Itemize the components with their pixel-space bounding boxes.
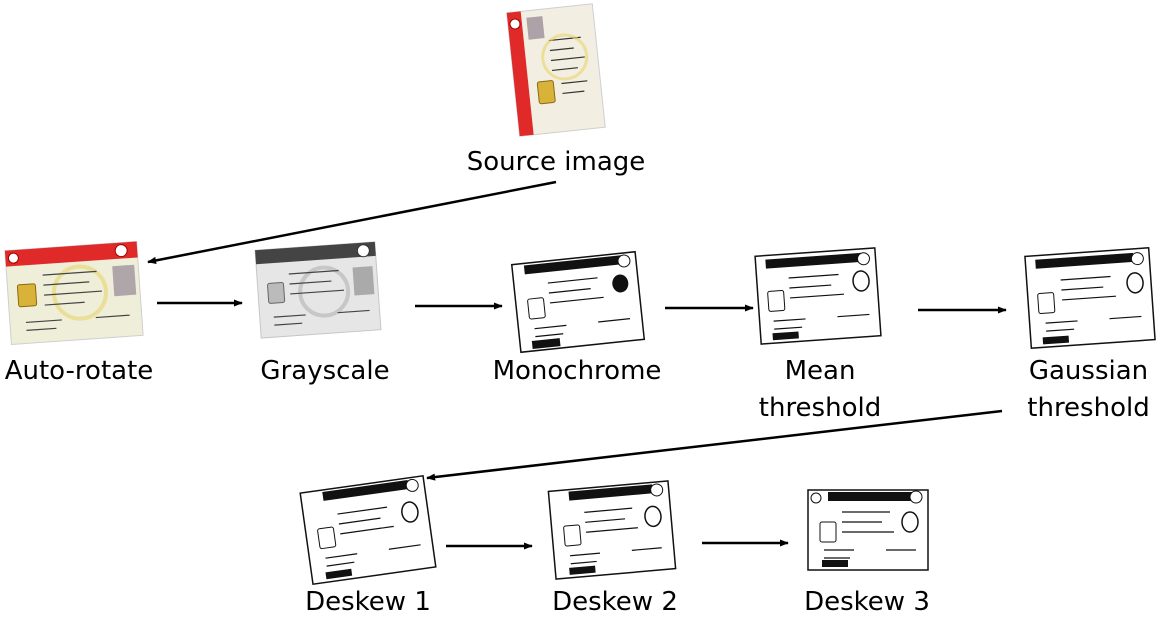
label-deskew-3: Deskew 3	[804, 587, 930, 617]
label-monochrome: Monochrome	[492, 356, 662, 386]
source-image-thumbnail	[506, 3, 606, 137]
gaussian-threshold-thumbnail	[1024, 246, 1156, 350]
label-mean-threshold-line1: Mean	[784, 356, 856, 386]
arrow-source-to-autorotate	[147, 180, 557, 264]
label-grayscale: Grayscale	[260, 356, 390, 386]
label-gaussian-threshold-line2: threshold	[1027, 393, 1150, 423]
label-source-image: Source image	[466, 147, 646, 177]
label-gaussian-threshold-line1: Gaussian	[1028, 356, 1149, 386]
label-auto-rotate: Auto-rotate	[4, 356, 154, 386]
deskew-1-thumbnail	[299, 474, 437, 586]
arrow-gaussian-to-deskew1	[426, 409, 1003, 481]
label-mean-threshold-line2: threshold	[758, 393, 882, 423]
label-deskew-2: Deskew 2	[552, 587, 678, 617]
autorotate-thumbnail	[4, 240, 144, 346]
grayscale-thumbnail	[254, 241, 382, 339]
deskew-3-thumbnail	[807, 489, 929, 571]
label-deskew-1: Deskew 1	[305, 587, 431, 617]
deskew-2-thumbnail	[547, 480, 677, 580]
monochrome-thumbnail	[510, 250, 646, 354]
mean-threshold-thumbnail	[754, 247, 882, 345]
